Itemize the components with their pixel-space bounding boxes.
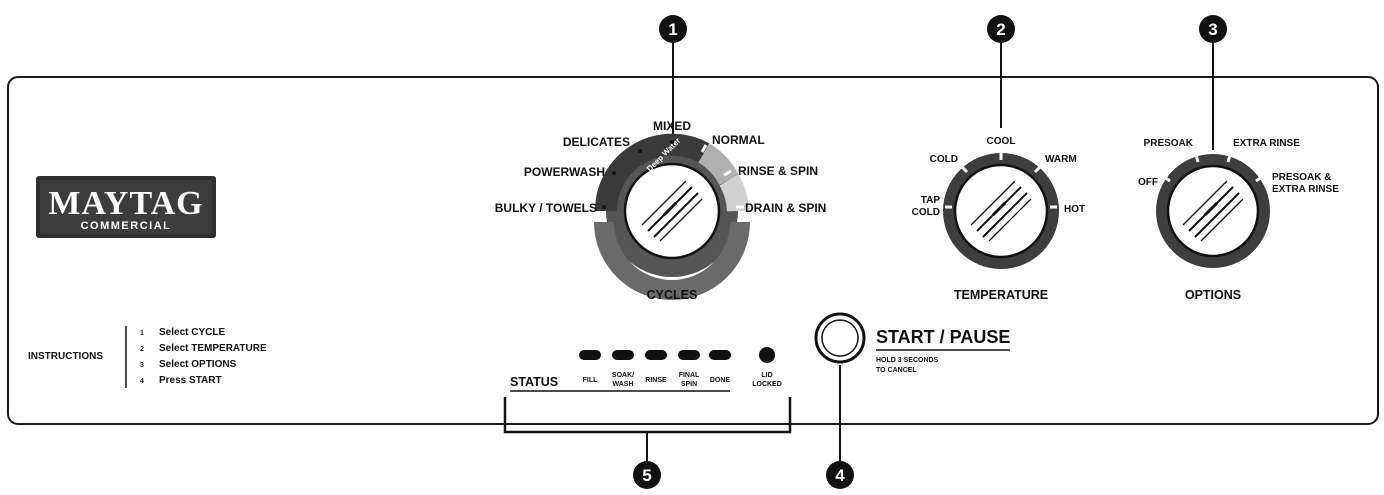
temp-label-tap: TAP (921, 195, 941, 206)
svg-text:SPIN: SPIN (681, 381, 697, 388)
options-title: OPTIONS (1185, 288, 1241, 302)
svg-text:1: 1 (668, 20, 677, 39)
svg-text:1: 1 (140, 330, 144, 337)
cycle-label-normal: NORMAL (712, 133, 765, 147)
callout-badge-5: 5 (633, 461, 661, 489)
svg-text:3: 3 (1208, 20, 1217, 39)
callout-badge-3: 3 (1199, 15, 1227, 43)
cycle-label-powerwash: POWERWASH (524, 165, 605, 179)
callout-badge-2: 2 (987, 15, 1015, 43)
svg-text:3: 3 (140, 362, 144, 369)
svg-text:DONE: DONE (710, 377, 731, 384)
svg-text:Select OPTIONS: Select OPTIONS (159, 359, 237, 370)
svg-text:4: 4 (835, 466, 845, 485)
temp-label-cold: COLD (930, 154, 958, 165)
status-light-rinse: RINSE (645, 350, 667, 384)
svg-text:Press START: Press START (159, 375, 222, 386)
svg-text:2: 2 (996, 20, 1005, 39)
status-light-done: DONE (709, 350, 731, 384)
start-pause-label: START / PAUSE (876, 327, 1010, 347)
start-hint-2: TO CANCEL (876, 367, 917, 374)
callout-badge-1: 1 (659, 15, 687, 43)
svg-text:RINSE: RINSE (645, 377, 667, 384)
temp-label-cool: COOL (987, 136, 1016, 147)
svg-text:FILL: FILL (583, 377, 598, 384)
option-label-presoak-extra-1: PRESOAK & (1272, 172, 1331, 183)
option-label-off: OFF (1138, 177, 1158, 188)
instructions-list: 1 Select CYCLE 2 Select TEMPERATURE 3 Se… (140, 327, 267, 386)
svg-text:LID: LID (761, 372, 772, 379)
cycle-label-mixed: MIXED (653, 119, 691, 133)
cycles-title: CYCLES (647, 288, 698, 302)
svg-text:5: 5 (642, 466, 651, 485)
status-light-fill: FILL (579, 350, 601, 384)
svg-text:SOAK/: SOAK/ (612, 372, 634, 379)
maytag-commercial-logo: MAYTAG COMMERCIAL (36, 176, 216, 238)
cycle-label-bulky-towels: BULKY / TOWELS (495, 201, 597, 215)
svg-text:COMMERCIAL: COMMERCIAL (81, 220, 172, 232)
option-label-presoak: PRESOAK (1144, 138, 1194, 149)
cycles-knob[interactable]: Deep Water (594, 133, 750, 300)
status-light-soak-wash: SOAK/ WASH (612, 350, 634, 388)
cycle-label-rinse-spin: RINSE & SPIN (738, 164, 818, 178)
temp-label-warm: WARM (1045, 154, 1077, 165)
svg-text:Select TEMPERATURE: Select TEMPERATURE (159, 343, 267, 354)
start-hint-1: HOLD 3 SECONDS (876, 357, 939, 364)
svg-text:Select CYCLE: Select CYCLE (159, 327, 225, 338)
status-label: STATUS (510, 375, 558, 389)
start-pause-button[interactable] (814, 312, 866, 364)
svg-text:WASH: WASH (613, 381, 634, 388)
temperature-knob[interactable] (943, 153, 1059, 269)
instructions-label: INSTRUCTIONS (28, 351, 103, 362)
option-label-extra-rinse: EXTRA RINSE (1233, 138, 1300, 149)
options-knob[interactable] (1156, 154, 1270, 268)
lid-locked-light: LID LOCKED (752, 347, 782, 388)
cycle-label-drain-spin: DRAIN & SPIN (745, 201, 826, 215)
svg-text:4: 4 (140, 378, 144, 385)
svg-text:MAYTAG: MAYTAG (48, 185, 203, 222)
temp-label-tap-cold: COLD (912, 207, 940, 218)
temp-label-hot: HOT (1064, 204, 1085, 215)
svg-text:LOCKED: LOCKED (752, 381, 782, 388)
cycle-label-delicates: DELICATES (563, 135, 630, 149)
temperature-title: TEMPERATURE (954, 288, 1048, 302)
callout-badge-4: 4 (826, 461, 854, 489)
option-label-presoak-extra-2: EXTRA RINSE (1272, 184, 1339, 195)
svg-text:2: 2 (140, 346, 144, 353)
status-light-final-spin: FINAL SPIN (678, 350, 700, 388)
svg-text:FINAL: FINAL (679, 372, 700, 379)
